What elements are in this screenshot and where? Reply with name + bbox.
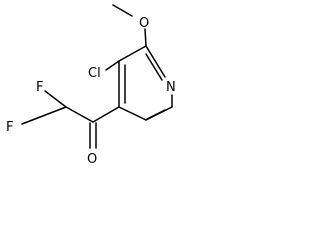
bond-c3-c2 [118,45,147,62]
bond-c6-c5-inner [146,109,166,120]
atom-o-carbonyl: O [87,152,97,167]
bond-c4-carbonyl [92,106,120,123]
bond-carbonyl-chf2 [65,106,94,123]
bond-c3-cl [105,60,120,71]
bond-c2-n [145,45,166,78]
bonds [21,4,173,149]
atom-f-bottom: F [6,120,13,135]
atom-f-top: F [36,80,43,95]
bond-c2-n-inner [145,53,163,81]
atom-labels: O Cl N F F O [6,16,176,167]
bond-chf2-f-bottom [21,106,67,125]
bond-c5-c4 [118,106,147,121]
atom-o-methoxy: O [139,16,149,31]
bond-o-c2 [144,28,147,47]
atom-cl: Cl [88,66,101,81]
atom-n: N [166,80,176,95]
chemical-structure: O Cl N F F O [6,4,176,167]
bond-methyl-o [112,4,133,17]
bond-chf2-f-top [44,90,67,108]
